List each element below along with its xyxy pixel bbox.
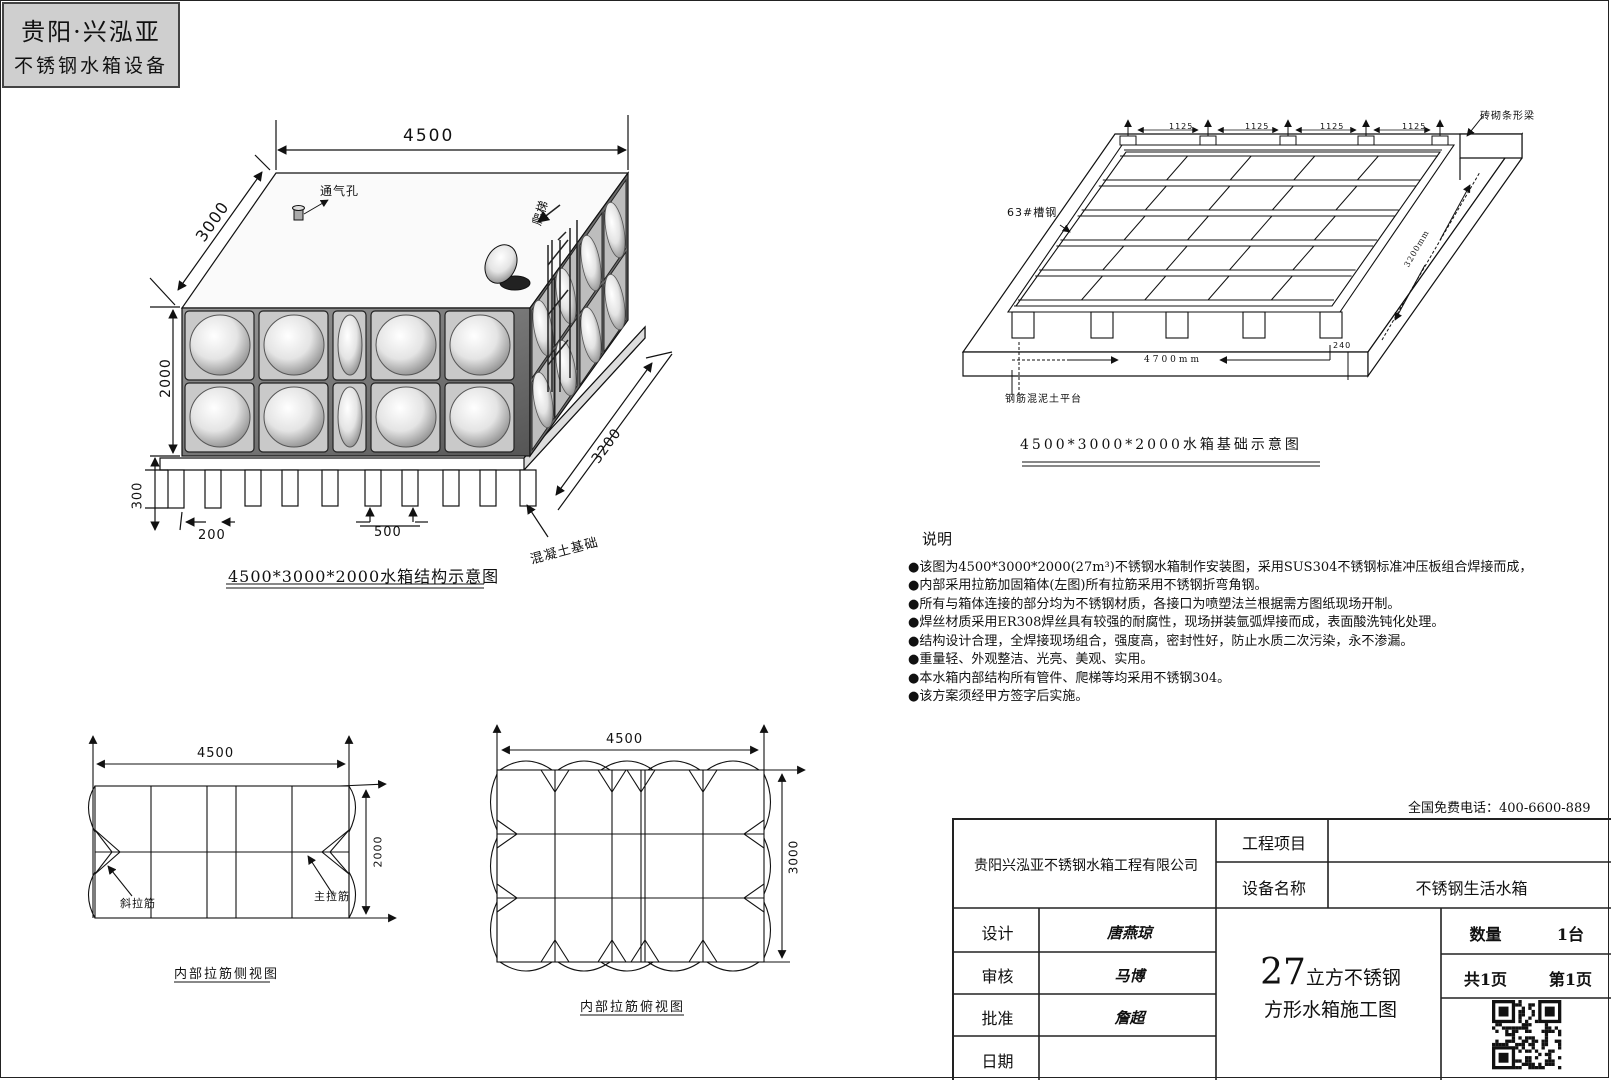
tank-panel (444, 310, 515, 381)
total-pages: 共1页 (1463, 970, 1508, 989)
side-panels (531, 178, 627, 452)
tank-panel (370, 310, 441, 381)
diagonal-brace-label: 斜拉筋 (120, 897, 156, 910)
note-item: ●本水箱内部结构所有管件、爬梯等均采用不锈钢304。 (908, 670, 1231, 686)
page-number: 第1页 (1548, 970, 1593, 989)
approve-signature: 詹超 (1114, 1008, 1145, 1027)
notes-title: 说明 (922, 530, 953, 548)
vent-label: 通气孔 (320, 184, 360, 198)
beam-label: 砖砌条形梁 (1480, 111, 1535, 122)
company-logo: 贵阳·兴泓亚 不锈钢水箱设备 (2, 2, 180, 88)
foundation-length-label: 4700mm (1144, 355, 1202, 365)
channel-steel-frame (1006, 119, 1456, 339)
support-gap-label: 500 (374, 525, 402, 540)
concrete-pier (1242, 311, 1266, 339)
drawing-title: 27立方不锈钢 方形水箱施工图 (1218, 952, 1443, 1042)
structure-length-label: 4500 (403, 126, 455, 146)
design-label: 设计 (981, 924, 1014, 943)
project-label: 工程项目 (1241, 834, 1306, 853)
main-brace-label: 主拉筋 (314, 890, 350, 903)
spacing-3: 1125 (1320, 122, 1345, 131)
top-view-width-label: 3000 (786, 839, 801, 875)
side-view-length-label: 4500 (197, 746, 235, 761)
concrete-pier (1090, 311, 1114, 339)
platform-label: 钢筋混泥土平台 (1005, 394, 1082, 405)
foundation-caption: 4500*3000*2000水箱基础示意图 (1020, 437, 1302, 453)
manhole (484, 244, 531, 291)
note-item: ●结构设计合理，全焊接现场组合，强度高，密封性好，防止水质二次污染，永不渗漏。 (908, 633, 1414, 649)
support-pedestals (167, 469, 537, 509)
qr-code-icon (1490, 998, 1562, 1070)
logo-line2: 不锈钢水箱设备 (13, 55, 168, 77)
tank-panel (258, 310, 329, 381)
design-signature: 唐燕琼 (1106, 923, 1152, 942)
tank-panel (579, 211, 603, 315)
support-height-label: 300 (130, 481, 146, 510)
concrete-pier (1011, 311, 1035, 339)
structure-height-label: 2000 (157, 358, 174, 398)
note-item: ●该方案须经甲方签字后实施。 (908, 689, 1089, 704)
tank-panel (184, 382, 255, 453)
structure-caption: 4500*3000*2000水箱结构示意图 (228, 567, 500, 586)
quantity-label: 数量 (1469, 925, 1502, 944)
tank-panel (370, 382, 441, 453)
top-view-drawing (489, 724, 806, 1016)
date-value (1041, 1038, 1218, 1082)
concrete-pier (1165, 311, 1189, 339)
caption-underlines (226, 583, 484, 589)
review-signature: 马博 (1114, 966, 1145, 985)
structure-dimensions (145, 115, 673, 538)
tank-panel (332, 382, 367, 453)
project-value (1330, 820, 1611, 864)
drawing-number: 27 (1260, 952, 1306, 993)
spacing-2: 1125 (1245, 122, 1270, 131)
note-item: ●内部采用拉筋加固箱体(左图)所有拉筋采用不锈钢折弯角钢。 (908, 578, 1268, 593)
spacing-4: 1125 (1402, 122, 1427, 131)
quantity-value: 1台 (1556, 925, 1585, 944)
title-block-grid (952, 818, 1611, 1080)
top-view-length-label: 4500 (606, 732, 644, 747)
drawing-title-line1: 立方不锈钢 (1305, 967, 1401, 989)
note-item: ●所有与箱体连接的部分均为不锈钢材质，各接口为喷塑法兰根据需方图纸现场开制。 (908, 596, 1401, 612)
company-name: 贵阳兴泓亚不锈钢水箱工程有限公司 (974, 858, 1198, 874)
tank-panel (184, 310, 255, 381)
drawing-title-line2: 方形水箱施工图 (1263, 999, 1397, 1021)
note-item: ●焊丝材质采用ER308焊丝具有较强的耐腐性，现场拼装氩弧焊接而成，表面酸洗钝化… (908, 615, 1445, 630)
tank-panel (603, 178, 627, 282)
note-item: ●该图为4500*3000*2000(27m³)不锈钢水箱制作安装图，采用SUS… (908, 559, 1533, 575)
tank-panel (444, 382, 515, 453)
top-view-caption: 内部拉筋俯视图 (580, 1000, 686, 1015)
device-label: 设备名称 (1241, 879, 1306, 898)
approve-label: 批准 (981, 1009, 1014, 1028)
edge-width-label: 240 (1333, 341, 1352, 350)
foundation-dimensions (1011, 115, 1484, 467)
vent-pipe (292, 199, 329, 221)
tank-panel (332, 310, 367, 381)
phone-number: 全国免费电话：400-6600-889 (1408, 801, 1591, 816)
front-panels (184, 310, 515, 453)
channel-steel-label: 63#槽钢 (1007, 206, 1058, 219)
side-view-caption: 内部拉筋侧视图 (174, 967, 280, 982)
device-value: 不锈钢生活水箱 (1415, 879, 1528, 898)
tank-panel (603, 250, 627, 354)
logo-line1: 贵阳·兴泓亚 (21, 18, 161, 46)
review-label: 审核 (981, 967, 1014, 986)
note-item: ●重量轻、外观整洁、光亮、美观、实用。 (908, 652, 1154, 667)
notes-section: 说明 ●该图为4500*3000*2000(27m³)不锈钢水箱制作安装图，采用… (908, 530, 1532, 707)
side-view-height-label: 2000 (371, 835, 385, 868)
side-view-drawing (87, 735, 397, 983)
spacing-1: 1125 (1169, 122, 1194, 131)
concrete-pier (1319, 311, 1343, 339)
date-label: 日期 (981, 1052, 1014, 1071)
support-width-label: 200 (198, 528, 226, 543)
tank-panel (258, 382, 329, 453)
title-block: 贵阳兴泓亚不锈钢水箱工程有限公司 工程项目 设备名称 不锈钢生活水箱 设计 唐燕… (952, 818, 1611, 1080)
